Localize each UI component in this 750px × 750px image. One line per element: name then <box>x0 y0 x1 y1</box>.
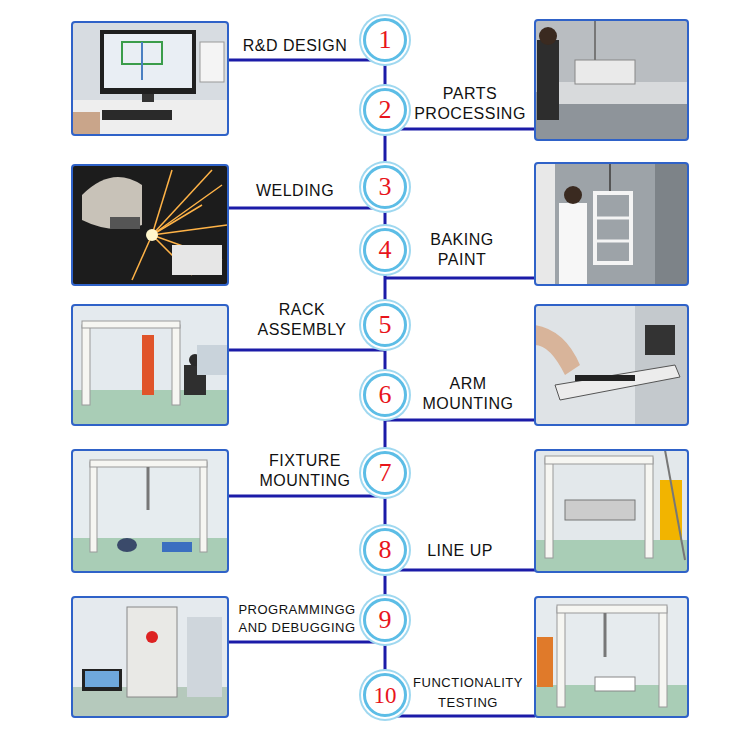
step-circle: 5 <box>363 303 407 347</box>
photo-rack-assembly <box>72 305 228 425</box>
branch-lines <box>228 60 535 716</box>
connector-line <box>384 132 387 165</box>
step-number: 6 <box>379 382 392 408</box>
connector-line <box>384 209 387 228</box>
flow-connector <box>385 209 386 228</box>
photo-fixture-mounting <box>72 450 228 572</box>
step-label: PROGRAMMINGG AND DEBUGGING <box>232 601 362 637</box>
photo-line-up <box>535 450 688 572</box>
step-number: 7 <box>379 460 392 486</box>
photo-machining <box>535 20 688 140</box>
step-number: 9 <box>379 607 392 633</box>
flow-connector <box>385 62 386 88</box>
step-label: BAKING PAINT <box>422 230 502 270</box>
step-number: 4 <box>379 237 392 263</box>
step-label: R&D DESIGN <box>230 36 360 56</box>
step-label: PARTS PROCESSING <box>405 84 535 124</box>
connector-line <box>384 417 387 451</box>
step-circle: 1 <box>363 18 407 62</box>
connector-line <box>384 572 387 598</box>
step-circle: 3 <box>363 165 407 209</box>
flow-connector <box>385 272 386 303</box>
photo-design <box>72 22 228 135</box>
photo-programming <box>72 597 228 717</box>
step-circle: 10 <box>363 673 407 717</box>
step-circle: 4 <box>363 228 407 272</box>
step-number: 3 <box>379 174 392 200</box>
step-label: ARM MOUNTING <box>413 374 523 414</box>
step-label: FUNCTIONALITY TESTING <box>405 673 531 713</box>
step-number: 5 <box>379 312 392 338</box>
step-label: FIXTURE MOUNTING <box>250 451 360 491</box>
step-circle: 2 <box>363 88 407 132</box>
step-number: 10 <box>374 684 397 707</box>
step-label: LINE UP <box>405 541 515 561</box>
photo-welding <box>72 165 228 285</box>
step-number: 1 <box>379 27 392 53</box>
connector-line <box>384 62 387 88</box>
step-circle: 8 <box>363 528 407 572</box>
flow-connector <box>385 495 386 528</box>
flow-connector <box>385 572 386 598</box>
flow-connector <box>385 132 386 165</box>
step-number: 2 <box>379 97 392 123</box>
connector-line <box>384 642 387 673</box>
step-circle: 7 <box>363 451 407 495</box>
connector-line <box>384 495 387 528</box>
step-label: WELDING <box>230 181 360 201</box>
photo-arm-mounting <box>535 305 688 425</box>
photo-testing <box>535 597 688 717</box>
connector-line <box>384 347 387 373</box>
step-circle: 6 <box>363 373 407 417</box>
step-circle: 9 <box>363 598 407 642</box>
step-number: 8 <box>379 537 392 563</box>
flow-connector <box>385 642 386 673</box>
step-label: RACK ASSEMBLY <box>247 300 357 340</box>
flow-connector <box>385 417 386 451</box>
flow-connector <box>385 347 386 373</box>
photo-paint-booth <box>535 163 688 285</box>
connector-line <box>384 272 387 303</box>
